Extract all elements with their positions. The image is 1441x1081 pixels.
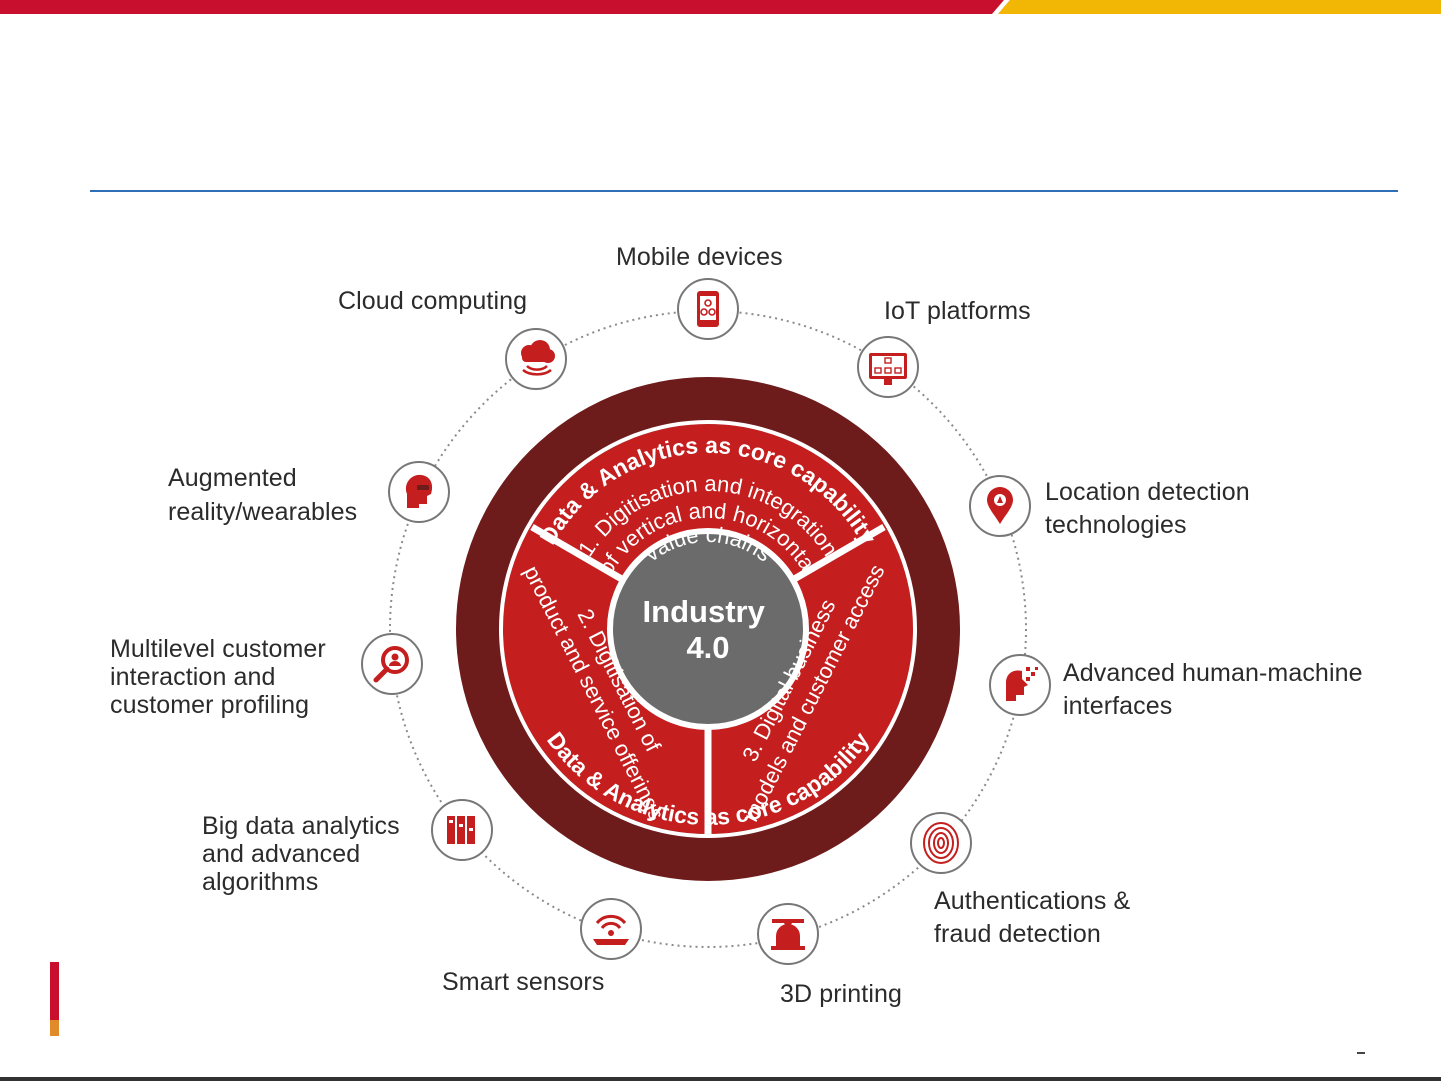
- smart-sensor-icon: [593, 914, 629, 945]
- orbit-ring: [389, 310, 1027, 948]
- location-detection-node: [969, 475, 1031, 537]
- fingerprint-icon: [923, 822, 959, 864]
- mobile-device-icon: [697, 291, 719, 327]
- label-3d-printing: 3D printing: [780, 980, 902, 1008]
- human-machine-node: [989, 654, 1051, 716]
- iot-platform-icon: [869, 353, 907, 385]
- top-color-bar: [0, 0, 1441, 14]
- outer-ring-border: [499, 420, 917, 838]
- bottom-border-line: [0, 1077, 1441, 1081]
- label-location-detection: Location detection technologies: [1045, 478, 1250, 539]
- title-divider-line: [90, 190, 1398, 192]
- footer-dash: [1357, 1052, 1365, 1054]
- cloud-icon: [521, 340, 555, 376]
- footer-logo-mark: [50, 962, 59, 1036]
- industry-core-circle: [607, 528, 809, 730]
- augmented-reality-node: [388, 461, 450, 523]
- big-data-icon: [447, 816, 475, 844]
- label-cloud-computing: Cloud computing: [338, 287, 528, 315]
- core-title: Industry 4.0: [643, 594, 774, 665]
- iot-platform-node: [857, 336, 919, 398]
- label-authentication: Authentications & fraud detection: [934, 887, 1131, 948]
- augmented-reality-icon: [405, 474, 433, 508]
- authentication-node: [910, 812, 972, 874]
- label-customer-profiling: Multilevel customer interaction and cust…: [110, 635, 326, 719]
- customer-profile-icon: [373, 646, 409, 683]
- 3d-printer-icon: [771, 919, 805, 950]
- label-iot-platforms: IoT platforms: [884, 297, 1031, 325]
- human-machine-interface-icon: [1006, 667, 1038, 701]
- mobile-device-node: [677, 278, 739, 340]
- cloud-computing-node: [505, 328, 567, 390]
- big-data-node: [431, 799, 493, 861]
- label-smart-sensors: Smart sensors: [442, 968, 605, 996]
- smart-sensors-node: [580, 898, 642, 960]
- label-mobile-devices: Mobile devices: [616, 243, 783, 271]
- customer-profiling-node: [361, 633, 423, 695]
- label-augmented-reality: Augmented reality/wearables: [168, 464, 358, 526]
- label-big-data: Big data analytics and advanced algorith…: [202, 812, 400, 896]
- location-pin-icon: [987, 487, 1013, 524]
- label-human-machine: Advanced human-machine interfaces: [1063, 659, 1363, 720]
- 3d-printing-node: [757, 903, 819, 965]
